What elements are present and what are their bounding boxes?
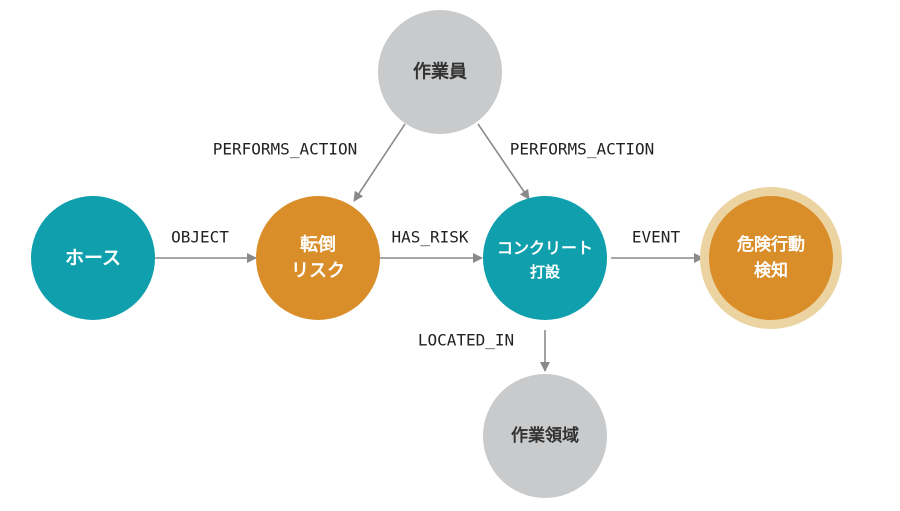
node-worker[interactable]: 作業員 [378,10,502,134]
node-work-area-circle [483,374,607,498]
node-hose-circle [31,196,155,320]
node-fall-risk-label-line1: 転倒 [300,234,336,256]
node-work-area-label: 作業領域 [511,425,579,446]
node-hose[interactable]: ホース [31,196,155,320]
edge-label-has-risk: HAS_RISK [391,228,468,247]
node-work-area[interactable]: 作業領域 [483,374,607,498]
node-danger-detection-label-line2: 検知 [754,260,788,281]
node-danger-detection-circle [709,196,833,320]
edge-label-performs-action-left: PERFORMS_ACTION [213,140,358,159]
node-concrete-pouring-circle [483,196,607,320]
edge-label-event: EVENT [632,228,681,247]
edge-worker-to-concrete [477,123,530,200]
edge-worker-to-fall-risk [353,123,406,202]
node-fall-risk-label-line2: リスク [291,261,345,282]
node-concrete-pouring-label-line1: コンクリート [497,239,593,258]
node-concrete-pouring-label-line2: 打設 [530,263,561,281]
edge-label-object: OBJECT [171,228,229,247]
node-concrete-pouring[interactable]: コンクリート 打設 [483,196,607,320]
node-hose-label: ホース [65,247,121,269]
node-worker-label: 作業員 [413,61,467,83]
edges [155,123,704,372]
edge-label-located-in: LOCATED_IN [418,331,514,350]
edge-labels: PERFORMS_ACTION PERFORMS_ACTION OBJECT H… [171,140,680,350]
node-fall-risk[interactable]: 転倒 リスク [256,196,380,320]
node-danger-detection-label-line1: 危険行動 [736,234,805,255]
node-fall-risk-circle [256,196,380,320]
node-worker-circle [378,10,502,134]
edge-label-performs-action-right: PERFORMS_ACTION [510,140,655,159]
node-danger-detection[interactable]: 危険行動 検知 [700,187,842,329]
